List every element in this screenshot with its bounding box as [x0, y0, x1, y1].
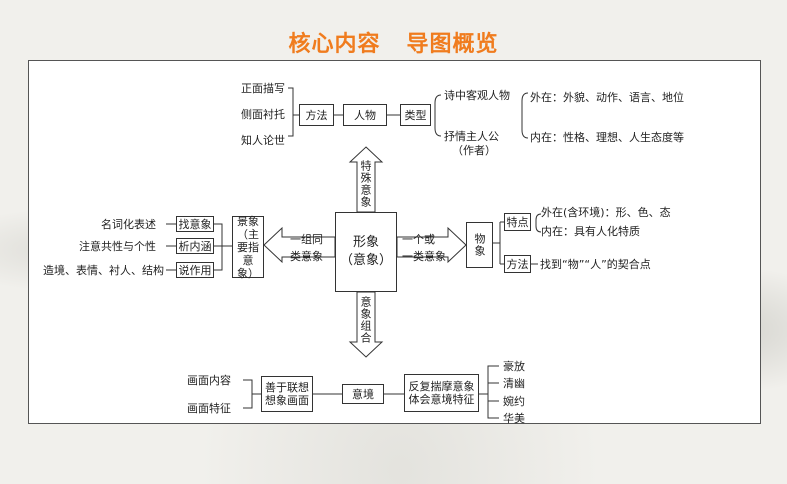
- top-type-2-line2: （作者）: [452, 144, 496, 157]
- top-type-box: 类型: [400, 104, 431, 126]
- top-type-1: 诗中客观人物: [444, 89, 510, 102]
- top-person-box: 人物: [343, 104, 387, 126]
- diagram-frame: [28, 60, 761, 424]
- arrow-left-label-1: 一组同: [290, 233, 323, 246]
- left-item-1: 名词化表述: [101, 218, 156, 231]
- bottom-imagine-line-2: 想象画面: [265, 394, 309, 407]
- arrow-right-label-1: 一个或: [402, 233, 435, 246]
- left-box-analyze: 析内涵: [176, 238, 214, 254]
- top-outer: 外在：外貌、动作、语言、地位: [530, 91, 684, 104]
- top-method-1: 正面描写: [241, 82, 285, 95]
- bottom-item-2: 画面特征: [187, 402, 231, 415]
- left-item-3: 造境、表情、衬人、结构: [43, 264, 164, 277]
- bottom-imagine-line-1: 善于联想: [265, 381, 309, 394]
- right-method-box: 方法: [504, 255, 531, 273]
- left-box-explain: 说作用: [176, 262, 214, 278]
- arrow-down-label: 意象组合: [359, 296, 372, 344]
- bottom-style-2: 清幽: [503, 377, 525, 390]
- bottom-depict-line-1: 反复揣摩意象: [408, 380, 475, 393]
- bottom-realm-box: 意境: [342, 384, 384, 404]
- center-line-1: 形象: [352, 235, 379, 250]
- arrow-up-label: 特殊意象: [359, 160, 372, 208]
- right-feature-inner: 内在：具有人化特质: [541, 225, 640, 238]
- right-feature-box: 特点: [504, 213, 531, 231]
- bottom-depict-line-2: 体会意境特征: [408, 393, 475, 406]
- arrow-left-label-2: 类意象: [290, 250, 323, 263]
- title-part-1: 核心内容: [288, 32, 381, 57]
- left-item-2: 注意共性与个性: [79, 240, 156, 253]
- feature-bracket: [535, 213, 542, 233]
- bottom-style-1: 豪放: [503, 360, 525, 373]
- bottom-depict-box: 反复揣摩意象 体会意境特征: [404, 374, 479, 412]
- right-method-text: 找到“物”“人”的契合点: [540, 258, 651, 271]
- bottom-items-bracket: [243, 379, 253, 409]
- arrow-right-label-2: 一类意象: [402, 250, 446, 263]
- bottom-item-1: 画面内容: [187, 374, 231, 387]
- bottom-imagine-box: 善于联想 想象画面: [261, 376, 313, 412]
- type-bracket: [434, 94, 442, 137]
- top-method-box: 方法: [299, 104, 334, 126]
- center-line-2: （意象）: [339, 253, 392, 268]
- bottom-style-3: 婉约: [503, 395, 525, 408]
- arrow-down: [348, 291, 384, 358]
- right-feature-outer: 外在(含环境)：形、色、态: [541, 206, 671, 219]
- top-type-2-line1: 抒情主人公: [444, 130, 499, 143]
- left-scene-box: 景象（主要指意象）: [232, 215, 264, 280]
- left-box-find: 找意象: [176, 216, 214, 232]
- styles-bracket: [487, 365, 499, 419]
- center-image-box: 形象 （意象）: [335, 212, 397, 292]
- top-method-2: 侧面衬托: [241, 108, 285, 121]
- page-title: 核心内容导图概览: [0, 26, 787, 58]
- left-bracket: [214, 223, 223, 271]
- title-part-2: 导图概览: [406, 32, 499, 57]
- top-inner: 内在：性格、理想、人生态度等: [530, 131, 684, 144]
- bottom-style-4: 华美: [503, 412, 525, 425]
- outer-inner-bracket: [521, 92, 529, 139]
- top-method-3: 知人论世: [241, 134, 285, 147]
- right-object-box: 物象: [466, 222, 493, 268]
- arrow-right: [396, 226, 467, 264]
- top-methods-bracket: [288, 87, 294, 137]
